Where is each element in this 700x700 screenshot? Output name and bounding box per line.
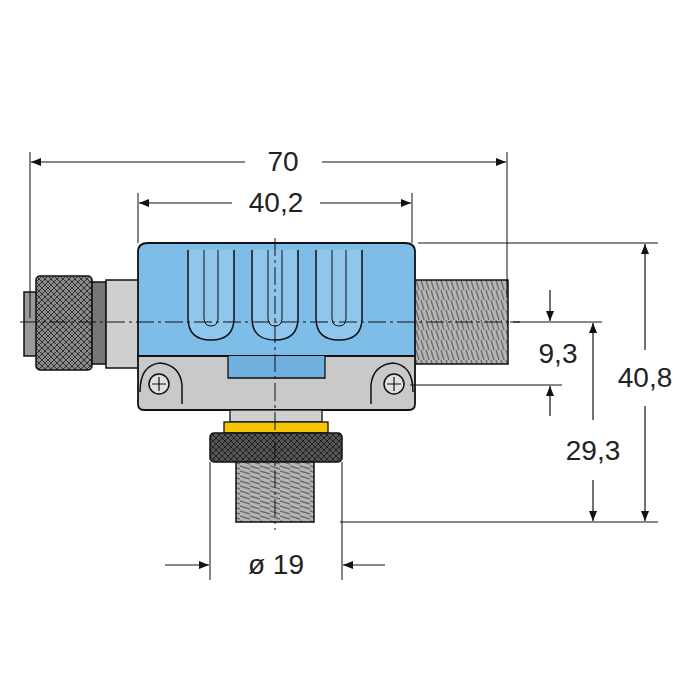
dimension-label: 40,2 [245,188,308,219]
dimension-label: 29,3 [562,436,625,467]
dimension-label: 40,8 [614,363,677,394]
dimension-label: 9,3 [535,339,582,370]
dimension-label: 70 [263,147,302,178]
dimension-label: ø 19 [244,550,308,581]
